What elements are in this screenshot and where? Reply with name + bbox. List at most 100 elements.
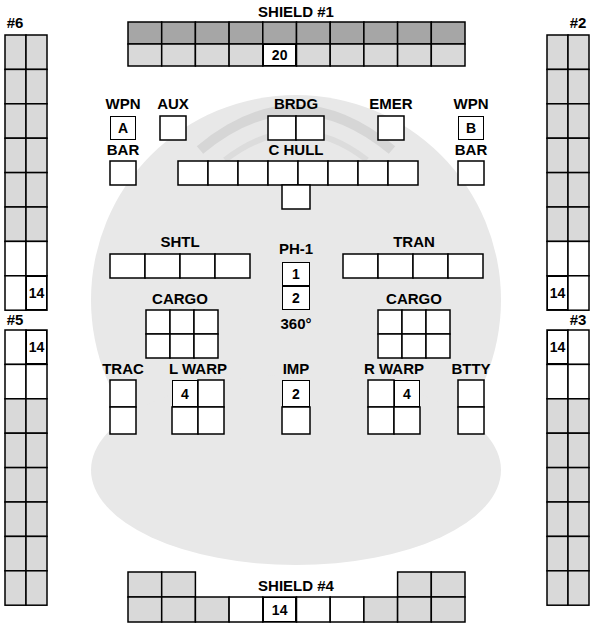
ssd-box	[568, 502, 589, 536]
ssd-box	[431, 22, 465, 44]
ssd-box	[26, 207, 47, 241]
ssd-box	[343, 254, 378, 278]
box-value: 20	[272, 48, 288, 62]
ssd-value-box: A	[110, 116, 136, 140]
ssd-value-box: 14	[26, 276, 47, 310]
ssd-box	[162, 597, 196, 622]
ssd-box	[568, 276, 589, 310]
ssd-box	[568, 173, 589, 207]
system-label: SHIELD #1	[258, 4, 334, 19]
ssd-box	[547, 35, 568, 69]
ssd-box	[568, 207, 589, 241]
ssd-box	[547, 276, 568, 310]
ssd-box	[170, 334, 194, 358]
box-value: 14	[272, 603, 288, 617]
ssd-box	[26, 364, 47, 398]
plain-boxes	[5, 22, 589, 622]
ssd-box	[5, 276, 26, 310]
ssd-box	[458, 380, 484, 407]
ssd-box	[160, 116, 186, 140]
ssd-box	[431, 44, 465, 66]
ssd-box	[394, 407, 420, 434]
ssd-box	[26, 468, 47, 502]
ssd-box	[364, 44, 398, 66]
ssd-box	[547, 330, 568, 364]
ssd-box	[568, 571, 589, 605]
ship-silhouette	[91, 95, 501, 565]
ssd-value-box: 14	[547, 330, 568, 364]
ssd-box	[26, 173, 47, 207]
ssd-value-box: 4	[172, 380, 198, 407]
ssd-box	[26, 276, 47, 310]
system-label: BAR	[107, 142, 140, 157]
ssd-box	[402, 310, 426, 334]
ssd-box	[388, 161, 418, 185]
ssd-box	[128, 22, 162, 44]
ssd-box	[5, 207, 26, 241]
ssd-box	[128, 572, 162, 597]
ssd-box	[547, 69, 568, 103]
ssd-box	[330, 22, 364, 44]
ssd-box	[5, 69, 26, 103]
system-label: #2	[570, 15, 587, 30]
ssd-box	[426, 334, 450, 358]
ssd-box	[330, 44, 364, 66]
ssd-box	[5, 468, 26, 502]
ssd-box	[110, 254, 145, 278]
ssd-box	[378, 334, 402, 358]
box-value: 4	[181, 387, 189, 401]
ssd-box	[26, 138, 47, 172]
ssd-box	[26, 69, 47, 103]
system-label: CARGO	[386, 291, 442, 306]
ssd-box	[547, 399, 568, 433]
system-label: 360°	[280, 316, 311, 331]
ssd-box	[448, 254, 483, 278]
ssd-box	[547, 207, 568, 241]
ssd-box	[368, 380, 394, 407]
ssd-box	[5, 104, 26, 138]
box-value: 14	[29, 286, 45, 300]
ssd-box	[378, 310, 402, 334]
ssd-box	[128, 44, 162, 66]
ssd-box	[5, 35, 26, 69]
ssd-box	[547, 536, 568, 570]
ssd-box	[568, 433, 589, 467]
ssd-box	[402, 334, 426, 358]
ssd-box	[180, 254, 215, 278]
ssd-box	[195, 597, 229, 622]
ssd-box	[413, 254, 448, 278]
ssd-box	[198, 407, 224, 434]
ssd-box	[26, 536, 47, 570]
ssd-box	[568, 138, 589, 172]
ssd-box	[110, 407, 136, 434]
system-label: #6	[7, 15, 24, 30]
system-label: TRAC	[102, 361, 144, 376]
ssd-box	[5, 173, 26, 207]
ssd-box	[170, 310, 194, 334]
ssd-box	[398, 572, 432, 597]
ssd-box	[431, 597, 465, 622]
ssd-box	[297, 44, 331, 66]
ssd-box	[229, 44, 263, 66]
ssd-value-box: 2	[282, 286, 310, 310]
system-label: AUX	[157, 96, 189, 111]
ssd-box	[268, 161, 298, 185]
ssd-box	[110, 380, 136, 407]
system-label: #5	[7, 312, 24, 327]
system-label: WPN	[106, 96, 141, 111]
ssd-box	[146, 334, 170, 358]
system-label: L WARP	[169, 361, 227, 376]
ssd-box	[547, 173, 568, 207]
system-label: WPN	[454, 96, 489, 111]
ssd-box	[208, 161, 238, 185]
ssd-box	[297, 22, 331, 44]
system-label: R WARP	[364, 361, 424, 376]
ssd-box	[198, 380, 224, 407]
ssd-box	[162, 572, 196, 597]
ssd-box	[458, 161, 484, 185]
ssd-box	[364, 22, 398, 44]
ssd-box	[568, 104, 589, 138]
ssd-box	[26, 241, 47, 275]
ssd-value-box: B	[458, 116, 484, 140]
ssd-box	[431, 572, 465, 597]
